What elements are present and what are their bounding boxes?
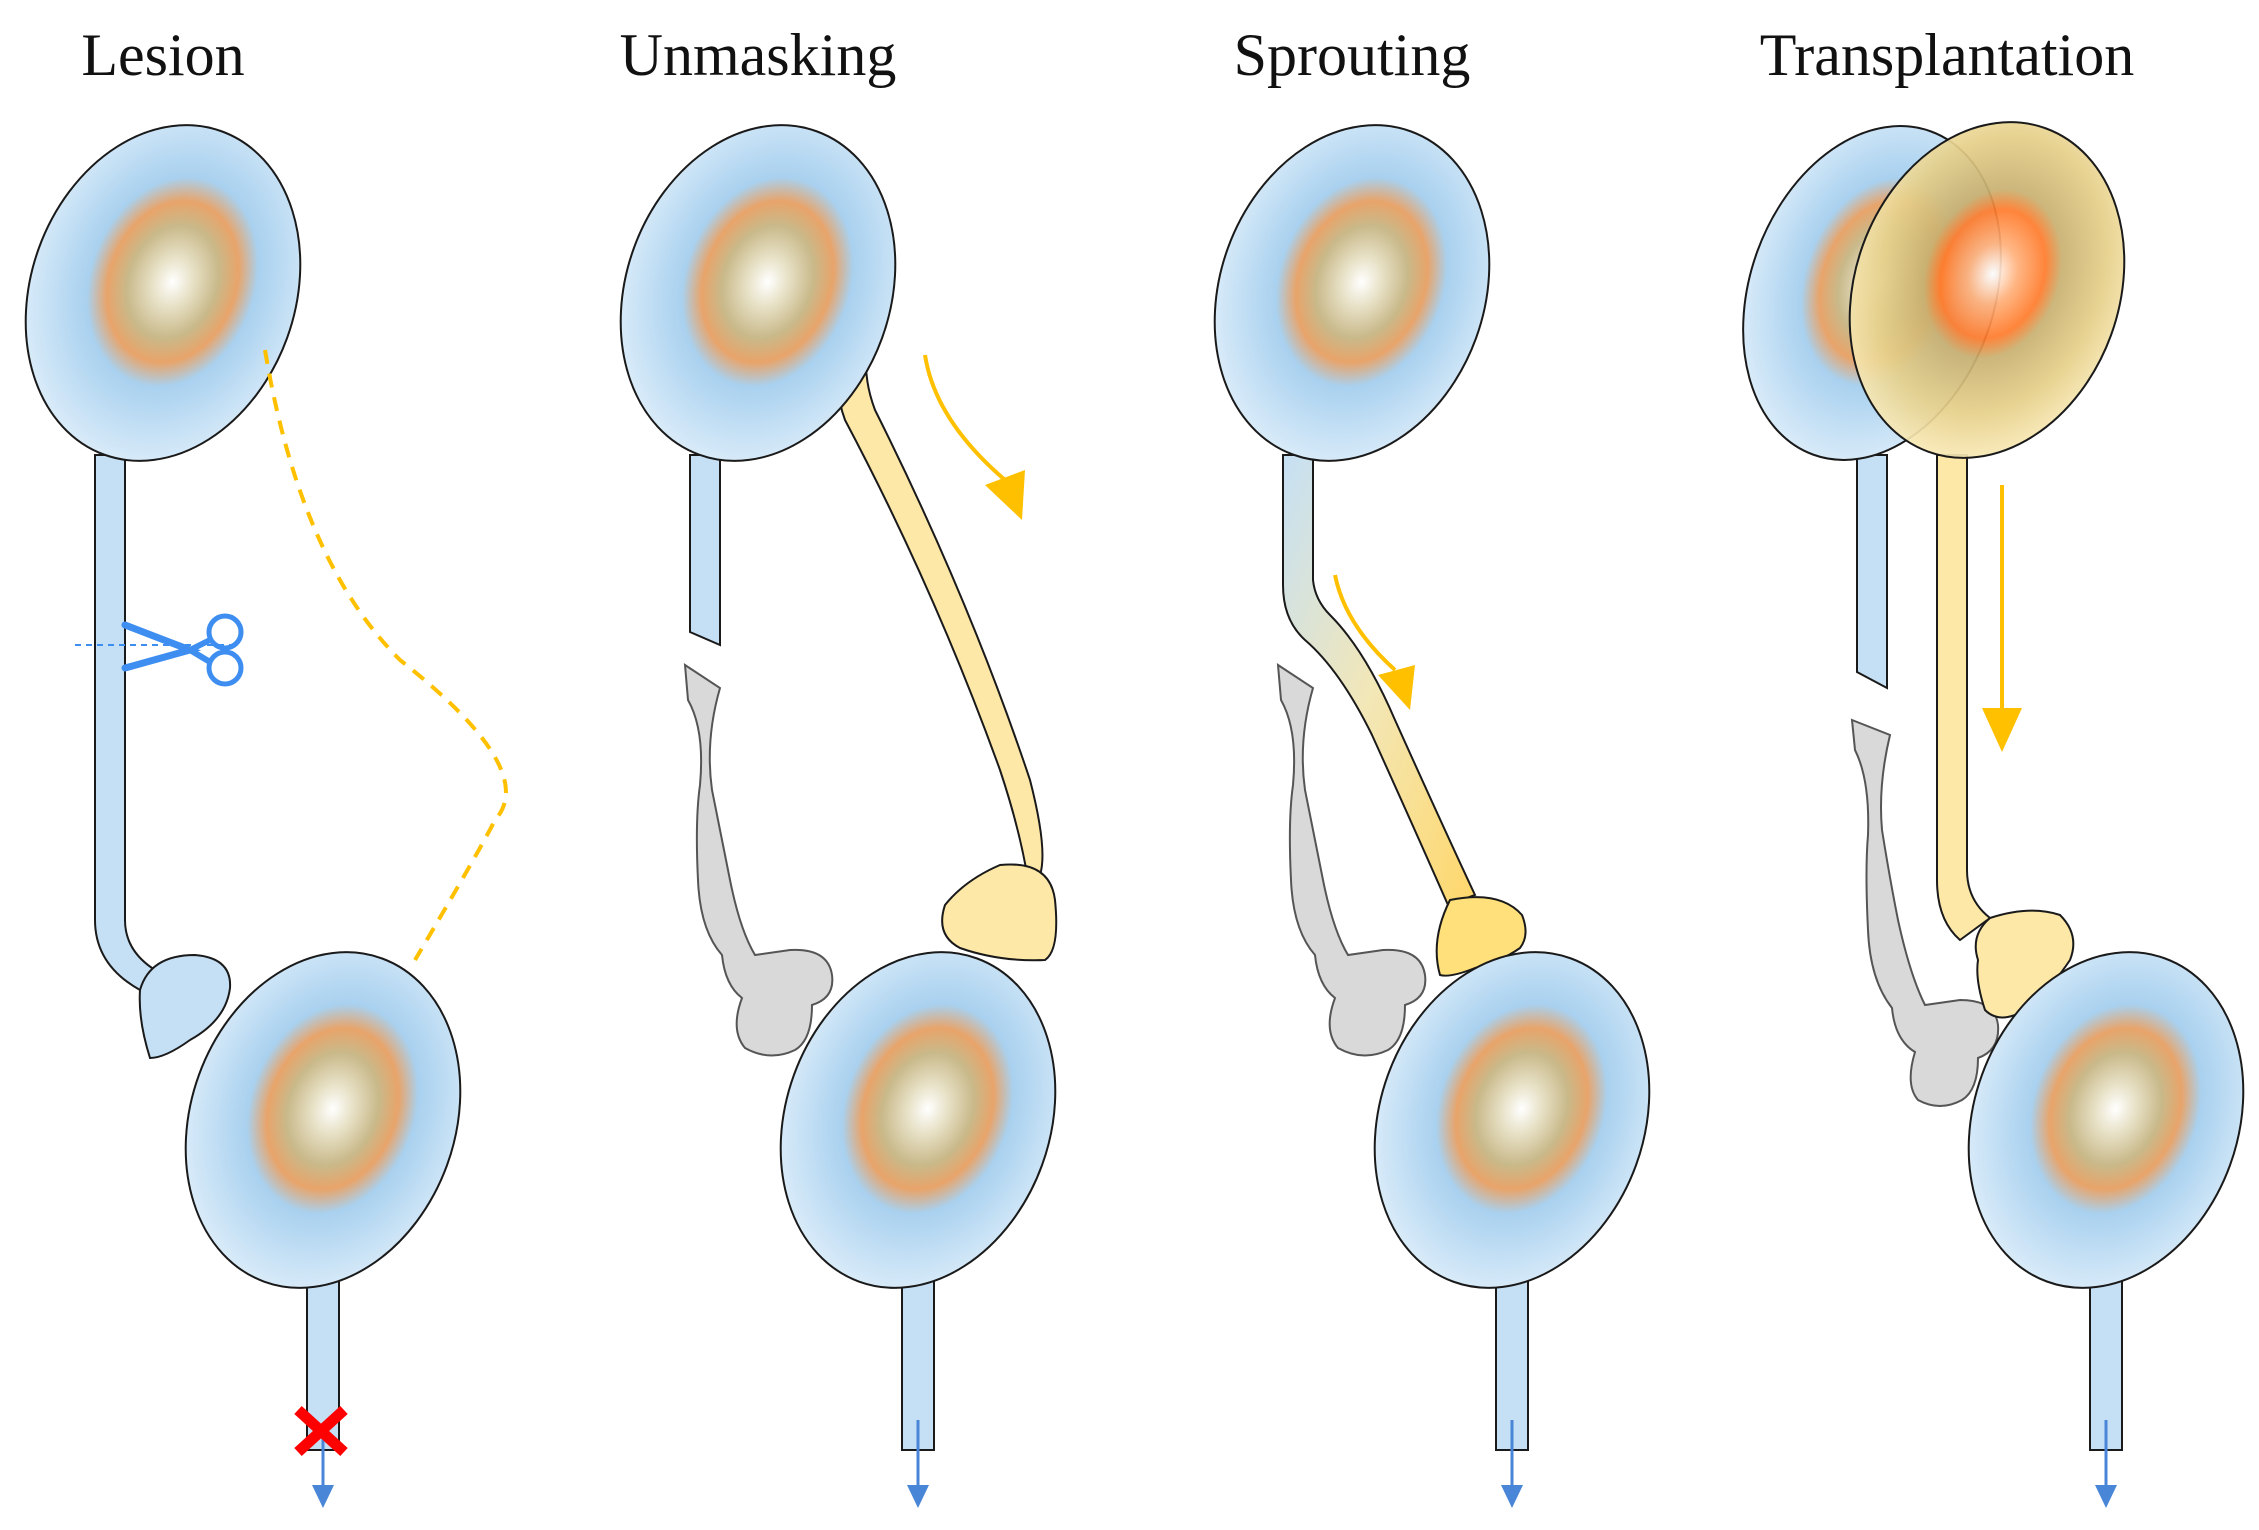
cut-axon-stump <box>689 454 721 647</box>
upper-cell-body <box>619 124 897 462</box>
lower-neuron <box>779 951 1057 1508</box>
upper-cell-body <box>1213 124 1491 462</box>
degenerated-axon <box>1276 663 1427 1057</box>
transplanted-cell-body <box>1848 121 2126 459</box>
panel-title-transplantation: Transplantation <box>1760 22 2134 88</box>
upper-cell-body <box>24 124 302 462</box>
panel-unmasking: Unmasking <box>619 22 1058 1508</box>
panel-title-unmasking: Unmasking <box>620 22 897 88</box>
sprouting-axon <box>1282 454 1477 907</box>
unmasked-terminal <box>941 863 1058 962</box>
panel-title-lesion: Lesion <box>81 22 244 88</box>
transplant-axon <box>1936 454 1992 942</box>
lower-cell-body <box>779 951 1057 1289</box>
lower-cell-body <box>184 951 462 1289</box>
output-arrow <box>1501 1420 1523 1508</box>
yellow-signal-arrow <box>1982 485 2022 752</box>
lower-neuron <box>1373 951 1651 1508</box>
panel-sprouting: Sprouting <box>1213 22 1651 1508</box>
unmasked-yellow-axon <box>837 333 1044 882</box>
red-x-icon <box>294 1405 348 1457</box>
upper-axon <box>94 454 203 1012</box>
dashed-alternate-pathway <box>263 349 508 962</box>
panel-title-sprouting: Sprouting <box>1234 22 1471 88</box>
panel-lesion: Lesion <box>24 22 508 1508</box>
yellow-signal-arrow <box>923 354 1025 520</box>
panel-transplantation: Transplantation <box>1742 22 2245 1508</box>
degenerated-axon <box>683 663 834 1057</box>
upper-neuron <box>24 124 302 1060</box>
lower-cell-body <box>1373 951 1651 1289</box>
scissors-icon <box>75 613 244 687</box>
degenerated-axon <box>1850 718 2000 1107</box>
yellow-signal-arrow <box>1333 574 1415 710</box>
lower-neuron <box>1967 951 2245 1508</box>
output-arrow <box>907 1420 929 1508</box>
cut-axon-stump <box>1856 454 1888 690</box>
axon-terminal <box>138 953 232 1060</box>
output-arrow <box>2095 1420 2117 1508</box>
lower-neuron <box>184 951 462 1508</box>
output-arrow <box>312 1430 334 1508</box>
lower-cell-body <box>1967 951 2245 1289</box>
